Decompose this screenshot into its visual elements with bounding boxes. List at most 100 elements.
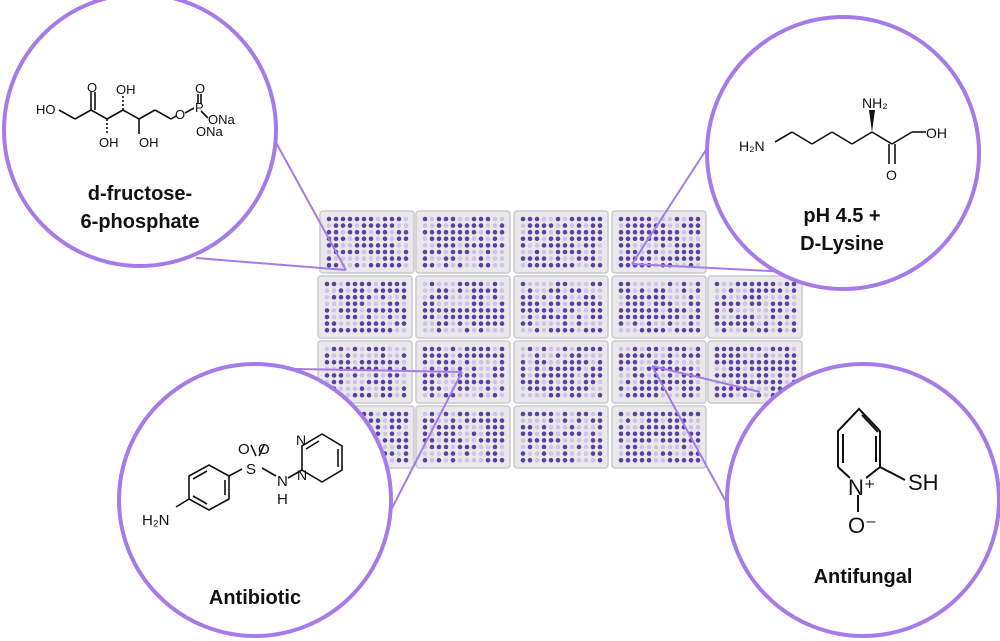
plate-well [387, 392, 393, 398]
plate-well [366, 346, 372, 352]
plate-well [520, 321, 526, 326]
plate-well [667, 321, 673, 326]
plate-well [770, 321, 776, 326]
plate-well [681, 366, 687, 372]
plate-well [555, 262, 561, 268]
plate-well [639, 294, 645, 300]
connector-fructose-a [267, 127, 347, 271]
plate-well [660, 321, 666, 326]
plate-well [660, 457, 666, 463]
plate-well [721, 327, 727, 333]
plate-well [583, 321, 589, 326]
plate-well [324, 359, 330, 365]
plate-well [375, 418, 381, 423]
plate-well [394, 379, 400, 385]
plate-well [450, 379, 456, 385]
plate-well [632, 321, 638, 326]
plate-well [728, 321, 734, 326]
plate-well [373, 379, 379, 385]
plate-well [389, 243, 395, 248]
plate-well [569, 243, 575, 248]
plate-well [527, 457, 533, 463]
plate-well [464, 373, 470, 378]
plate-well [555, 327, 561, 333]
plate-well [429, 262, 435, 268]
plate-well [347, 262, 353, 268]
plate-well [429, 249, 435, 255]
plate-well [555, 353, 561, 358]
plate-well [375, 249, 381, 255]
plate-well [674, 308, 680, 313]
plate-well [597, 262, 603, 268]
plate-well [646, 392, 652, 398]
plate-well [548, 243, 554, 248]
plate-well [450, 243, 456, 248]
plate-well [429, 346, 435, 352]
plate-well [777, 366, 783, 372]
plate-well [777, 327, 783, 333]
plate-well [401, 359, 407, 365]
plate-well [646, 353, 652, 358]
plate-well [457, 301, 463, 307]
atom-n-ring-2: N [297, 467, 307, 483]
plate-well [714, 366, 720, 372]
plate-well [625, 301, 631, 307]
plate-well [401, 327, 407, 333]
plate-well [464, 294, 470, 300]
plate-well [471, 411, 477, 417]
plate-well [583, 301, 589, 307]
plate-well [653, 321, 659, 326]
plate-well [695, 457, 701, 463]
plate-well [770, 386, 776, 391]
plate-well [548, 314, 554, 320]
plate-well [359, 314, 365, 320]
plate-well [345, 346, 351, 352]
plate-well [368, 216, 374, 222]
callout-connectors [195, 127, 791, 521]
plate-well [534, 327, 540, 333]
plate-well [618, 366, 624, 372]
plate-well [354, 262, 360, 268]
plate-well [527, 281, 533, 287]
plate-well [590, 431, 596, 437]
plate-well [485, 411, 491, 417]
plate-well [674, 327, 680, 333]
plate-well [340, 229, 346, 235]
plate-well [389, 418, 395, 423]
plate-well [660, 308, 666, 313]
atom-ona-1: ONa [208, 112, 236, 127]
plate-well [756, 392, 762, 398]
plate-well [590, 373, 596, 378]
plate-well [450, 457, 456, 463]
plate-well [569, 431, 575, 437]
plate-well [401, 294, 407, 300]
plate-well [331, 379, 337, 385]
plate-well [714, 386, 720, 391]
plate-well [695, 386, 701, 391]
plate-well [735, 379, 741, 385]
plate-well [359, 288, 365, 293]
plate-well [639, 236, 645, 242]
plate-well [688, 243, 694, 248]
plate-well [443, 249, 449, 255]
plate-well [443, 359, 449, 365]
plate-well [396, 243, 402, 248]
plate-well [324, 373, 330, 378]
plate-well [471, 457, 477, 463]
plate-well [632, 288, 638, 293]
plate-well [756, 281, 762, 287]
plate-well [639, 444, 645, 450]
plate-well [562, 288, 568, 293]
plate-well [352, 308, 358, 313]
plate-well [527, 321, 533, 326]
plate-well [548, 308, 554, 313]
plate-well [695, 353, 701, 358]
plate-well [389, 438, 395, 443]
plate-well [646, 216, 652, 222]
plate-well [394, 386, 400, 391]
plate-well [562, 431, 568, 437]
plate-well [714, 373, 720, 378]
plate-well [555, 392, 561, 398]
plate-well [499, 321, 505, 326]
plate-well [520, 249, 526, 255]
